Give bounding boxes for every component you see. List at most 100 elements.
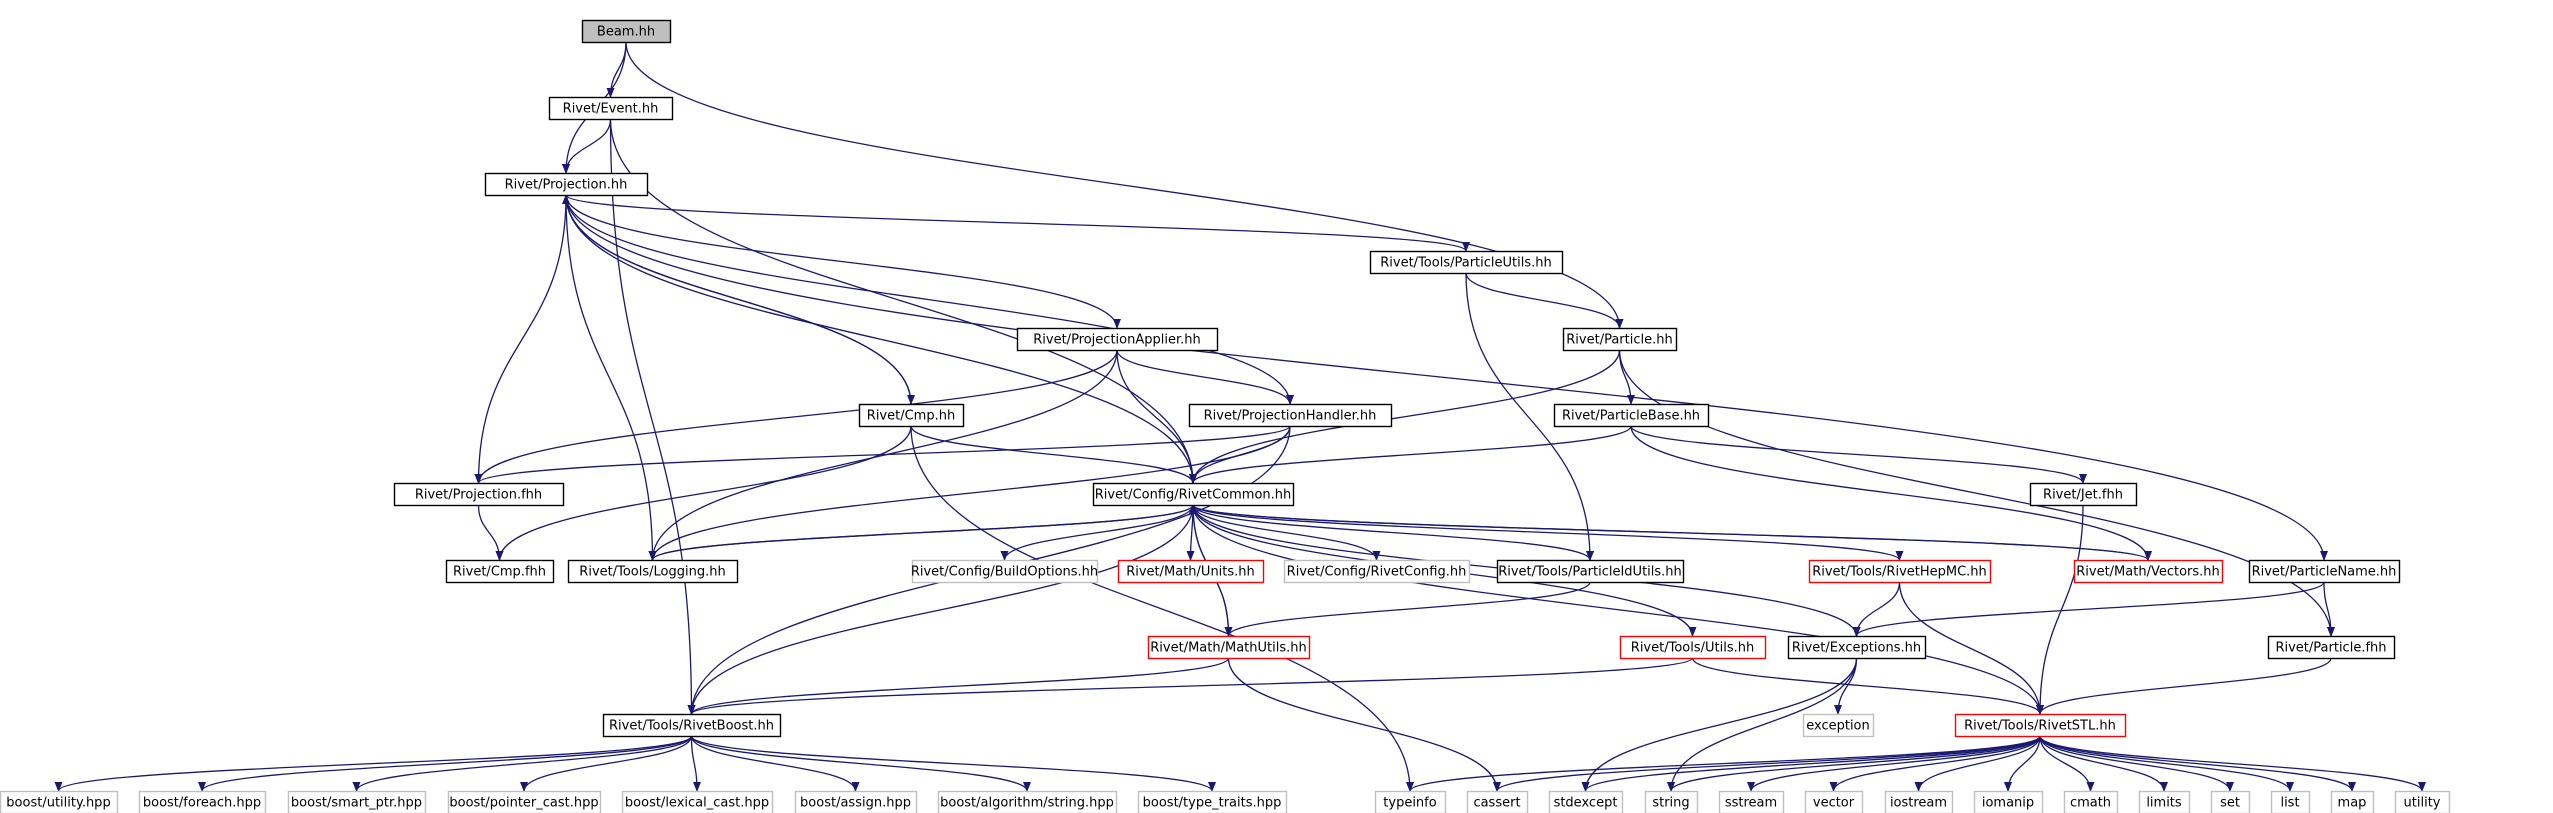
- node-box-sstream: [1718, 790, 1785, 813]
- node-label-rivetstl: Rivet/Tools/RivetSTL.hh: [1964, 719, 2116, 734]
- node-particlebase[interactable]: Rivet/ParticleBase.hh: [1553, 403, 1710, 428]
- node-particlefhh[interactable]: Rivet/Particle.fhh: [2267, 635, 2396, 660]
- node-box-exceptions: [1787, 635, 1927, 660]
- edge-event-to-projection: [562, 118, 612, 174]
- node-box-projfhh: [393, 482, 565, 507]
- edge-projection-to-logging: [565, 194, 657, 561]
- node-projapplier[interactable]: Rivet/ProjectionApplier.hh: [1016, 327, 1219, 352]
- edge-rivetstl-to-sstream: [1747, 735, 2041, 792]
- node-cmpfhh[interactable]: Rivet/Cmp.fhh: [445, 559, 555, 584]
- node-exceptions[interactable]: Rivet/Exceptions.hh: [1787, 635, 1927, 660]
- node-rivethepmc[interactable]: Rivet/Tools/RivetHepMC.hh: [1808, 559, 1992, 584]
- edge-rivetstl-to-set: [2039, 735, 2234, 792]
- node-vectors[interactable]: Rivet/Math/Vectors.hh: [2073, 559, 2224, 584]
- node-label-projhandler: Rivet/ProjectionHandler.hh: [1204, 409, 1377, 424]
- node-box-b_smartptr: [287, 790, 427, 813]
- node-label-particlebase: Rivet/ParticleBase.hh: [1562, 409, 1700, 424]
- edge-event-to-rivetboost: [609, 118, 696, 715]
- edge-rivetboost-to-b_algostring: [690, 735, 1031, 792]
- node-label-limits: limits: [2146, 796, 2182, 811]
- edge-projection-to-projhandler: [565, 194, 1294, 405]
- edge-rivetcommon-to-rivetboost: [687, 504, 1194, 715]
- node-label-string: string: [1652, 796, 1689, 811]
- node-list: list: [2270, 790, 2311, 813]
- edge-rivetstl-to-vector: [1829, 735, 2041, 792]
- node-box-beam: [581, 19, 672, 44]
- edge-particlebase-to-rivetcommon: [1189, 425, 1632, 484]
- node-label-jetfhh: Rivet/Jet.fhh: [2043, 488, 2123, 503]
- node-box-vector: [1804, 790, 1864, 813]
- node-label-b_utility: boost/utility.hpp: [6, 796, 110, 811]
- node-rivetboost[interactable]: Rivet/Tools/RivetBoost.hh: [602, 713, 782, 738]
- edge-projection-to-rivetcommon: [565, 194, 1197, 484]
- node-mathutils[interactable]: Rivet/Math/MathUtils.hh: [1147, 635, 1311, 660]
- edge-rivethepmc-to-exceptions: [1852, 581, 1901, 637]
- node-projfhh[interactable]: Rivet/Projection.fhh: [393, 482, 565, 507]
- node-particleidutils[interactable]: Rivet/Tools/ParticleIdUtils.hh: [1496, 559, 1685, 584]
- edge-projapplier-to-rivetcommon: [1116, 349, 1197, 484]
- edge-particlebase-to-vectors: [1630, 425, 2152, 561]
- node-box-b_lexicalcast: [621, 790, 774, 813]
- node-box-cassert: [1466, 790, 1529, 813]
- node-units[interactable]: Rivet/Math/Units.hh: [1117, 559, 1265, 584]
- node-box-b_utility: [0, 790, 119, 813]
- node-b_algostring: boost/algorithm/string.hpp: [937, 790, 1118, 813]
- node-label-b_assign: boost/assign.hpp: [800, 796, 911, 811]
- edge-projapplier-to-projfhh: [474, 349, 1118, 484]
- node-label-cmpfhh: Rivet/Cmp.fhh: [453, 565, 546, 580]
- node-label-projfhh: Rivet/Projection.fhh: [415, 488, 542, 503]
- node-cmp[interactable]: Rivet/Cmp.hh: [858, 403, 965, 428]
- edge-rivetboost-to-b_typetraits: [690, 735, 1216, 792]
- node-particleutils[interactable]: Rivet/Tools/ParticleUtils.hh: [1369, 250, 1564, 275]
- node-utility: utility: [2394, 790, 2451, 813]
- edge-rivetstl-to-limits: [2039, 735, 2168, 792]
- node-box-exception: [1802, 713, 1875, 738]
- node-beam[interactable]: Beam.hh: [581, 19, 672, 44]
- node-label-particleutils: Rivet/Tools/ParticleUtils.hh: [1380, 256, 1551, 271]
- node-box-buildoptions: [911, 559, 1099, 584]
- node-label-vectors: Rivet/Math/Vectors.hh: [2076, 565, 2220, 580]
- edge-projection-to-projapplier: [565, 194, 1121, 329]
- edge-utils-to-rivetstl: [1691, 657, 2044, 715]
- node-projection[interactable]: Rivet/Projection.hh: [484, 172, 649, 197]
- node-box-projection: [484, 172, 649, 197]
- node-particlename[interactable]: Rivet/ParticleName.hh: [2248, 559, 2401, 584]
- edge-particleidutils-to-mathutils: [1224, 581, 1591, 637]
- node-stdexcept: stdexcept: [1548, 790, 1624, 813]
- edge-projection-to-particleutils: [565, 194, 1470, 252]
- node-box-particleutils: [1369, 250, 1564, 275]
- node-label-projapplier: Rivet/ProjectionApplier.hh: [1033, 333, 1200, 348]
- edge-logging-to-rivetcommon: [651, 504, 1197, 561]
- edge-rivetstl-to-string: [1667, 735, 2041, 792]
- node-label-particlefhh: Rivet/Particle.fhh: [2275, 641, 2386, 656]
- node-logging[interactable]: Rivet/Tools/Logging.hh: [567, 559, 739, 584]
- node-box-cmath: [2063, 790, 2119, 813]
- node-label-utils: Rivet/Tools/Utils.hh: [1631, 641, 1754, 656]
- node-particle[interactable]: Rivet/Particle.hh: [1562, 327, 1678, 352]
- node-rivetstl[interactable]: Rivet/Tools/RivetSTL.hh: [1954, 713, 2127, 738]
- node-event[interactable]: Rivet/Event.hh: [548, 96, 674, 121]
- node-jetfhh[interactable]: Rivet/Jet.fhh: [2029, 482, 2138, 507]
- node-rivetcommon[interactable]: Rivet/Config/RivetCommon.hh: [1092, 482, 1295, 507]
- edge-rivetboost-to-b_pointercast: [520, 735, 693, 792]
- node-exception: exception: [1802, 713, 1875, 738]
- node-b_smartptr: boost/smart_ptr.hpp: [287, 790, 427, 813]
- edge-rivetstl-to-typeinfo: [1406, 735, 2041, 792]
- node-label-exception: exception: [1806, 719, 1870, 734]
- node-box-rivethepmc: [1808, 559, 1992, 584]
- node-projhandler[interactable]: Rivet/ProjectionHandler.hh: [1188, 403, 1393, 428]
- node-box-cmpfhh: [445, 559, 555, 584]
- node-sstream: sstream: [1718, 790, 1785, 813]
- node-label-b_lexicalcast: boost/lexical_cast.hpp: [625, 796, 769, 811]
- node-utils[interactable]: Rivet/Tools/Utils.hh: [1619, 635, 1767, 660]
- node-box-particlename: [2248, 559, 2401, 584]
- node-box-set: [2210, 790, 2251, 813]
- node-set: set: [2210, 790, 2251, 813]
- node-box-rivetstl: [1954, 713, 2127, 738]
- edge-particlebase-to-jetfhh: [1630, 425, 2087, 484]
- edge-cmp-to-projection: [562, 194, 912, 405]
- node-label-exceptions: Rivet/Exceptions.hh: [1792, 641, 1921, 656]
- edge-rivetcommon-to-particleidutils: [1192, 504, 1594, 561]
- node-typeinfo: typeinfo: [1374, 790, 1447, 813]
- edge-rivetcommon-to-rivethepmc: [1192, 504, 1904, 561]
